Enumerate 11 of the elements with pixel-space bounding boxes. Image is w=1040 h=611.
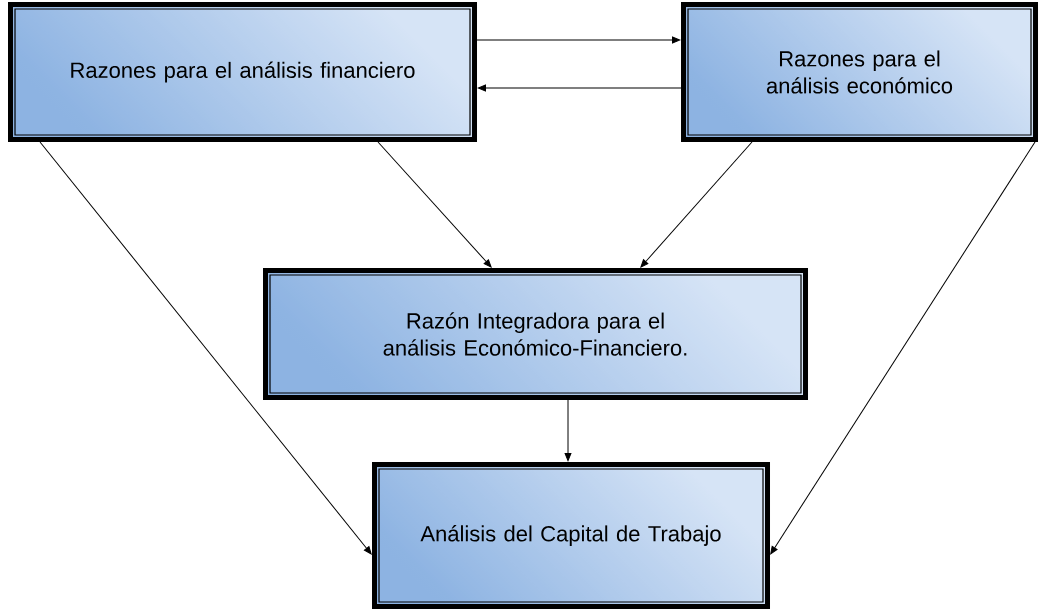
arrow: [477, 84, 682, 92]
arrow: [377, 141, 492, 268]
arrow: [476, 36, 681, 44]
arrow: [564, 399, 572, 462]
arrow: [39, 141, 372, 555]
process-box: Análisis del Capital de Trabajo: [372, 462, 770, 609]
arrow: [640, 141, 753, 268]
arrow: [770, 141, 1036, 555]
process-box: Razones para el análisis económico: [681, 2, 1038, 142]
process-box: Razón Integradora para el análisis Económico-Financiero.: [263, 268, 808, 400]
process-box: Razones para el análisis financiero: [8, 2, 477, 142]
